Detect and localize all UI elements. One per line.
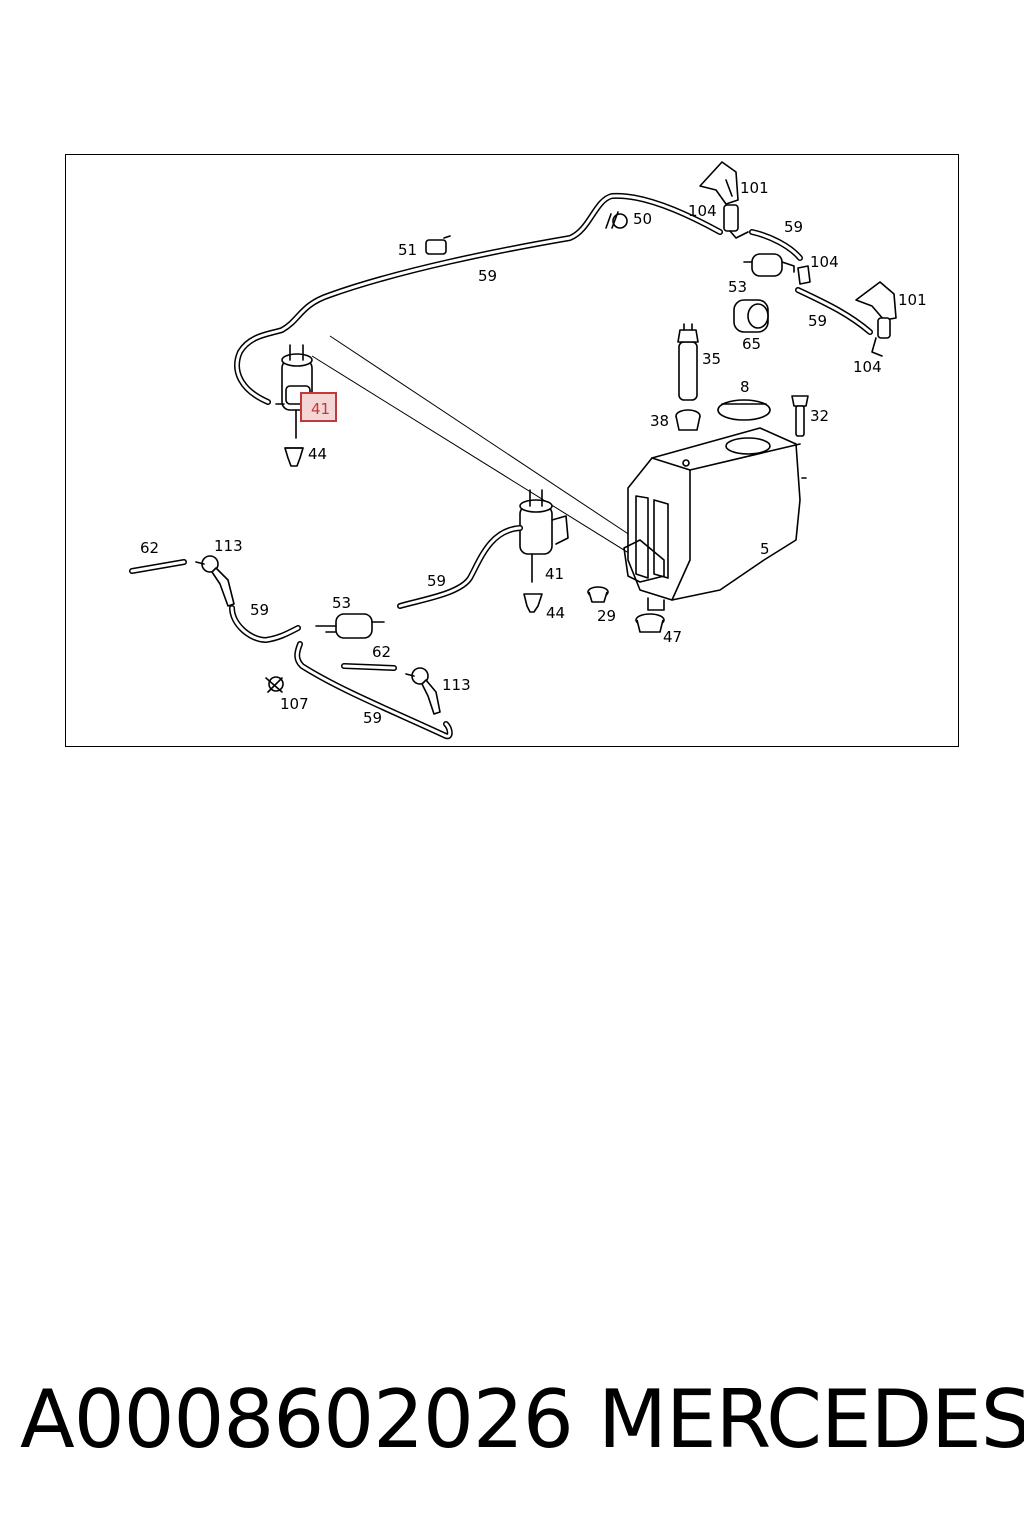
callout-47: 47 [663, 628, 682, 646]
callout-59: 59 [784, 218, 803, 236]
callout-32: 32 [810, 407, 829, 425]
callout-50: 50 [633, 210, 652, 228]
callout-113: 113 [214, 537, 243, 555]
cap-65 [733, 299, 769, 333]
callout-35: 35 [702, 350, 721, 368]
callout-62: 62 [372, 643, 391, 661]
hose-59-center [397, 525, 523, 609]
hose-59-long-lower [294, 641, 453, 740]
callout-113: 113 [442, 676, 471, 694]
callout-104: 104 [688, 202, 717, 220]
nozzle-101-right [855, 281, 897, 357]
callout-104: 104 [853, 358, 882, 376]
nozzle-101-top [699, 161, 749, 239]
pump-41-left [275, 344, 313, 439]
callout-8: 8 [740, 378, 750, 396]
callout-5: 5 [760, 540, 770, 558]
clip-51 [425, 235, 451, 255]
connector-104 [797, 265, 811, 285]
callout-29: 29 [597, 607, 616, 625]
nozzle-113-lower [405, 667, 441, 715]
callout-59: 59 [478, 267, 497, 285]
hose-62-left [129, 559, 187, 574]
callout-44: 44 [546, 604, 565, 622]
valve-53-lower [315, 613, 385, 639]
cap-8 [717, 399, 771, 421]
nozzle-113-left [195, 555, 235, 607]
sensor-35 [677, 323, 699, 401]
callout-107: 107 [280, 695, 309, 713]
reference-line-b [329, 335, 661, 556]
clip-107 [265, 676, 284, 693]
callout-62: 62 [140, 539, 159, 557]
grommet-44-center [523, 593, 543, 613]
callout-41: 41 [545, 565, 564, 583]
hose-59-right-lower [795, 287, 873, 335]
callout-59: 59 [427, 572, 446, 590]
callout-51: 51 [398, 241, 417, 259]
callout-101: 101 [740, 179, 769, 197]
reference-line-a [311, 355, 641, 561]
callout-38: 38 [650, 412, 669, 430]
grommet-47 [635, 613, 665, 633]
callout-59: 59 [808, 312, 827, 330]
footer-caption: A0008602026 MERCEDES [0, 1370, 1024, 1480]
hose-62-lower [341, 663, 397, 671]
callout-44: 44 [308, 445, 327, 463]
callout-59: 59 [363, 709, 382, 727]
reservoir-5 [623, 427, 807, 611]
brand-name: MERCEDES [598, 1373, 1024, 1466]
hose-59-right-top [749, 229, 803, 261]
callout-53: 53 [332, 594, 351, 612]
callout-104: 104 [810, 253, 839, 271]
grommet-44-left [284, 447, 304, 467]
callout-101: 101 [898, 291, 927, 309]
grommet-29 [587, 586, 609, 603]
callout-59: 59 [250, 601, 269, 619]
hose-59-top [234, 192, 723, 405]
hose-59-left [229, 605, 301, 643]
grommet-38 [675, 409, 701, 431]
clip-50 [605, 211, 628, 229]
valve-53-top [743, 253, 795, 277]
callout-65: 65 [742, 335, 761, 353]
diagram-frame [65, 154, 959, 747]
highlight-label: 41 [311, 400, 330, 418]
bolt-32 [791, 395, 809, 437]
highlight-box[interactable] [300, 392, 337, 422]
callout-53: 53 [728, 278, 747, 296]
part-number: A0008602026 [20, 1373, 574, 1466]
